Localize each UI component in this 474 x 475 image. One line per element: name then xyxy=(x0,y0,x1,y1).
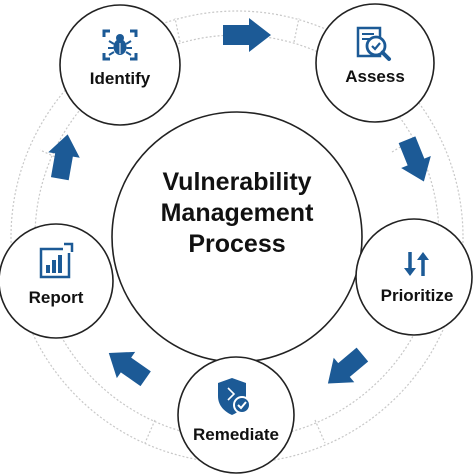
step-prioritize: Prioritize xyxy=(355,218,473,336)
flow-arrows xyxy=(48,18,431,387)
ring-separator xyxy=(144,419,156,444)
arrow-report-to-identify xyxy=(48,134,80,181)
ring-separator xyxy=(293,17,300,43)
document-magnifier-icon xyxy=(356,26,391,61)
ring-separator xyxy=(314,419,326,444)
step-label-remediate: Remediate xyxy=(193,425,279,444)
arrow-remediate-to-report xyxy=(108,351,151,387)
step-identify: Identify xyxy=(59,4,181,126)
bug-target-icon xyxy=(102,29,138,61)
step-report: Report xyxy=(0,223,114,339)
center-circle: Vulnerability Management Process xyxy=(111,111,363,363)
step-remediate: Remediate xyxy=(177,356,295,474)
center-title-line-1: Vulnerability xyxy=(162,168,311,196)
step-label-identify: Identify xyxy=(90,69,151,88)
arrow-prioritize-to-remediate xyxy=(327,347,369,384)
step-label-report: Report xyxy=(29,288,84,307)
ring-separator xyxy=(174,17,181,43)
arrow-identify-to-assess xyxy=(223,18,271,52)
step-label-assess: Assess xyxy=(345,67,405,86)
step-label-prioritize: Prioritize xyxy=(381,286,454,305)
bar-chart-report-icon xyxy=(39,242,74,279)
sort-arrows-icon xyxy=(404,252,429,276)
center-title-line-2: Management xyxy=(161,199,314,227)
arrow-assess-to-prioritize xyxy=(398,136,431,182)
center-title-line-3: Process xyxy=(188,230,285,258)
step-assess: Assess xyxy=(315,3,435,123)
shield-check-icon xyxy=(218,378,251,415)
